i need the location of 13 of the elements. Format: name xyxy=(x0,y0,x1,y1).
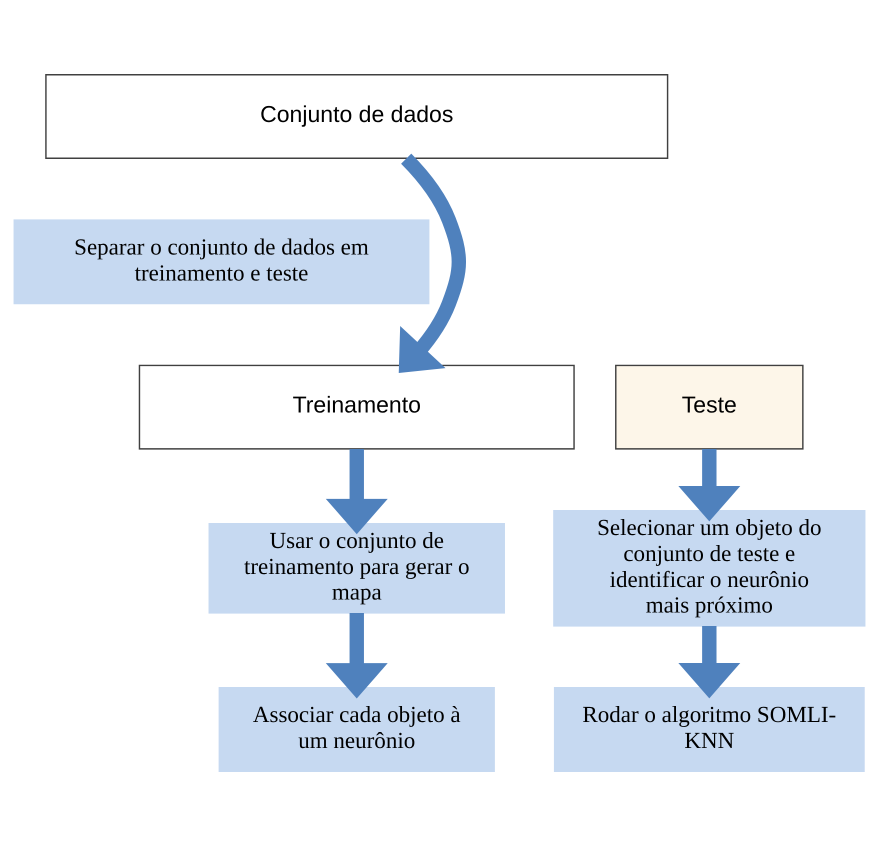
node-box: Rodar o algoritmo SOMLI-KNN xyxy=(554,686,865,772)
node-box: Conjunto de dados xyxy=(45,74,668,158)
arrow xyxy=(326,612,388,698)
arrow xyxy=(398,153,466,372)
node-box: Selecionar um objeto do conjunto de teste e identificar o neurônio mais próximo xyxy=(553,510,866,626)
node-box: Teste xyxy=(615,364,804,450)
node-box: Usar o conjunto de treinamento para gerar o mapa xyxy=(208,522,505,614)
node-box: Treinamento xyxy=(138,364,575,450)
arrow xyxy=(678,448,740,521)
arrow xyxy=(678,626,740,698)
node-box: Separar o conjunto de dados em treinamento e teste xyxy=(14,218,430,304)
arrow xyxy=(326,448,388,534)
node-box: Associar cada objeto à um neurônio xyxy=(218,686,495,772)
